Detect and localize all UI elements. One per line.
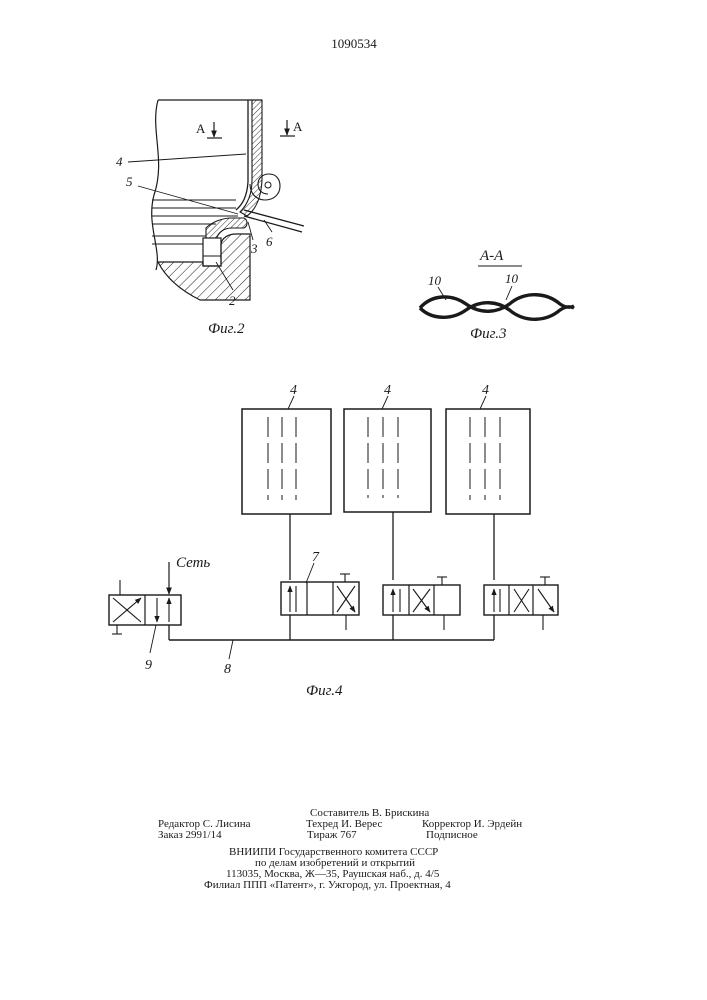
valve-7	[281, 574, 359, 630]
spiral-center	[265, 182, 271, 188]
callout-panel-4a: 4	[290, 383, 297, 398]
leader-6	[264, 220, 272, 232]
imprint-subscription: Подписное	[426, 829, 478, 841]
callout-2: 2	[229, 293, 236, 308]
panel-1	[242, 409, 331, 514]
figure-2-caption: Фиг.2	[208, 321, 245, 337]
leader-8	[229, 640, 233, 659]
section-label-a-left: А	[196, 121, 206, 136]
leader-10b	[506, 286, 512, 300]
leader-4	[128, 154, 246, 162]
figure-4-caption: Фиг.4	[306, 683, 343, 699]
valve-right	[484, 577, 558, 630]
imprint-circulation: Тираж 767	[307, 829, 357, 841]
imprint-order: Заказ 2991/14	[158, 829, 222, 841]
callout-7: 7	[312, 550, 320, 565]
valve-9	[109, 580, 181, 634]
section-title-aa: А-А	[479, 248, 504, 264]
callout-9: 9	[145, 658, 152, 673]
panel-2	[344, 409, 431, 512]
leader-7	[306, 563, 314, 583]
panel-internal-lines	[268, 417, 500, 500]
callout-6: 6	[266, 234, 273, 249]
leader-9	[150, 625, 156, 653]
network-label: Сеть	[176, 555, 210, 571]
callout-4: 4	[116, 154, 123, 169]
clamp-block	[203, 238, 221, 266]
section-label-a-right: А	[293, 119, 303, 134]
figure-3: А-А 10 10 Фиг.3	[420, 248, 574, 342]
callout-10-right: 10	[505, 271, 519, 286]
callout-10-left: 10	[428, 273, 442, 288]
imprint-block: Составитель В. Брискина Редактор С. Лиси…	[158, 807, 522, 891]
callout-panel-4c: 4	[482, 383, 489, 398]
callout-5: 5	[126, 174, 133, 189]
patent-number: 1090534	[331, 36, 377, 51]
valve-middle	[383, 577, 460, 630]
imprint-org-line-4: Филиал ППП «Патент», г. Ужгород, ул. Про…	[204, 879, 451, 891]
callout-panel-4b: 4	[384, 383, 391, 398]
callout-3: 3	[250, 241, 258, 256]
figure-4: 4 4 4 Сеть	[109, 383, 558, 699]
panel-3	[446, 409, 530, 514]
callout-8: 8	[224, 662, 231, 677]
figure-3-caption: Фиг.3	[470, 326, 506, 342]
figure-2: А А 4 5 3 6 2 Фиг.2	[116, 100, 304, 337]
